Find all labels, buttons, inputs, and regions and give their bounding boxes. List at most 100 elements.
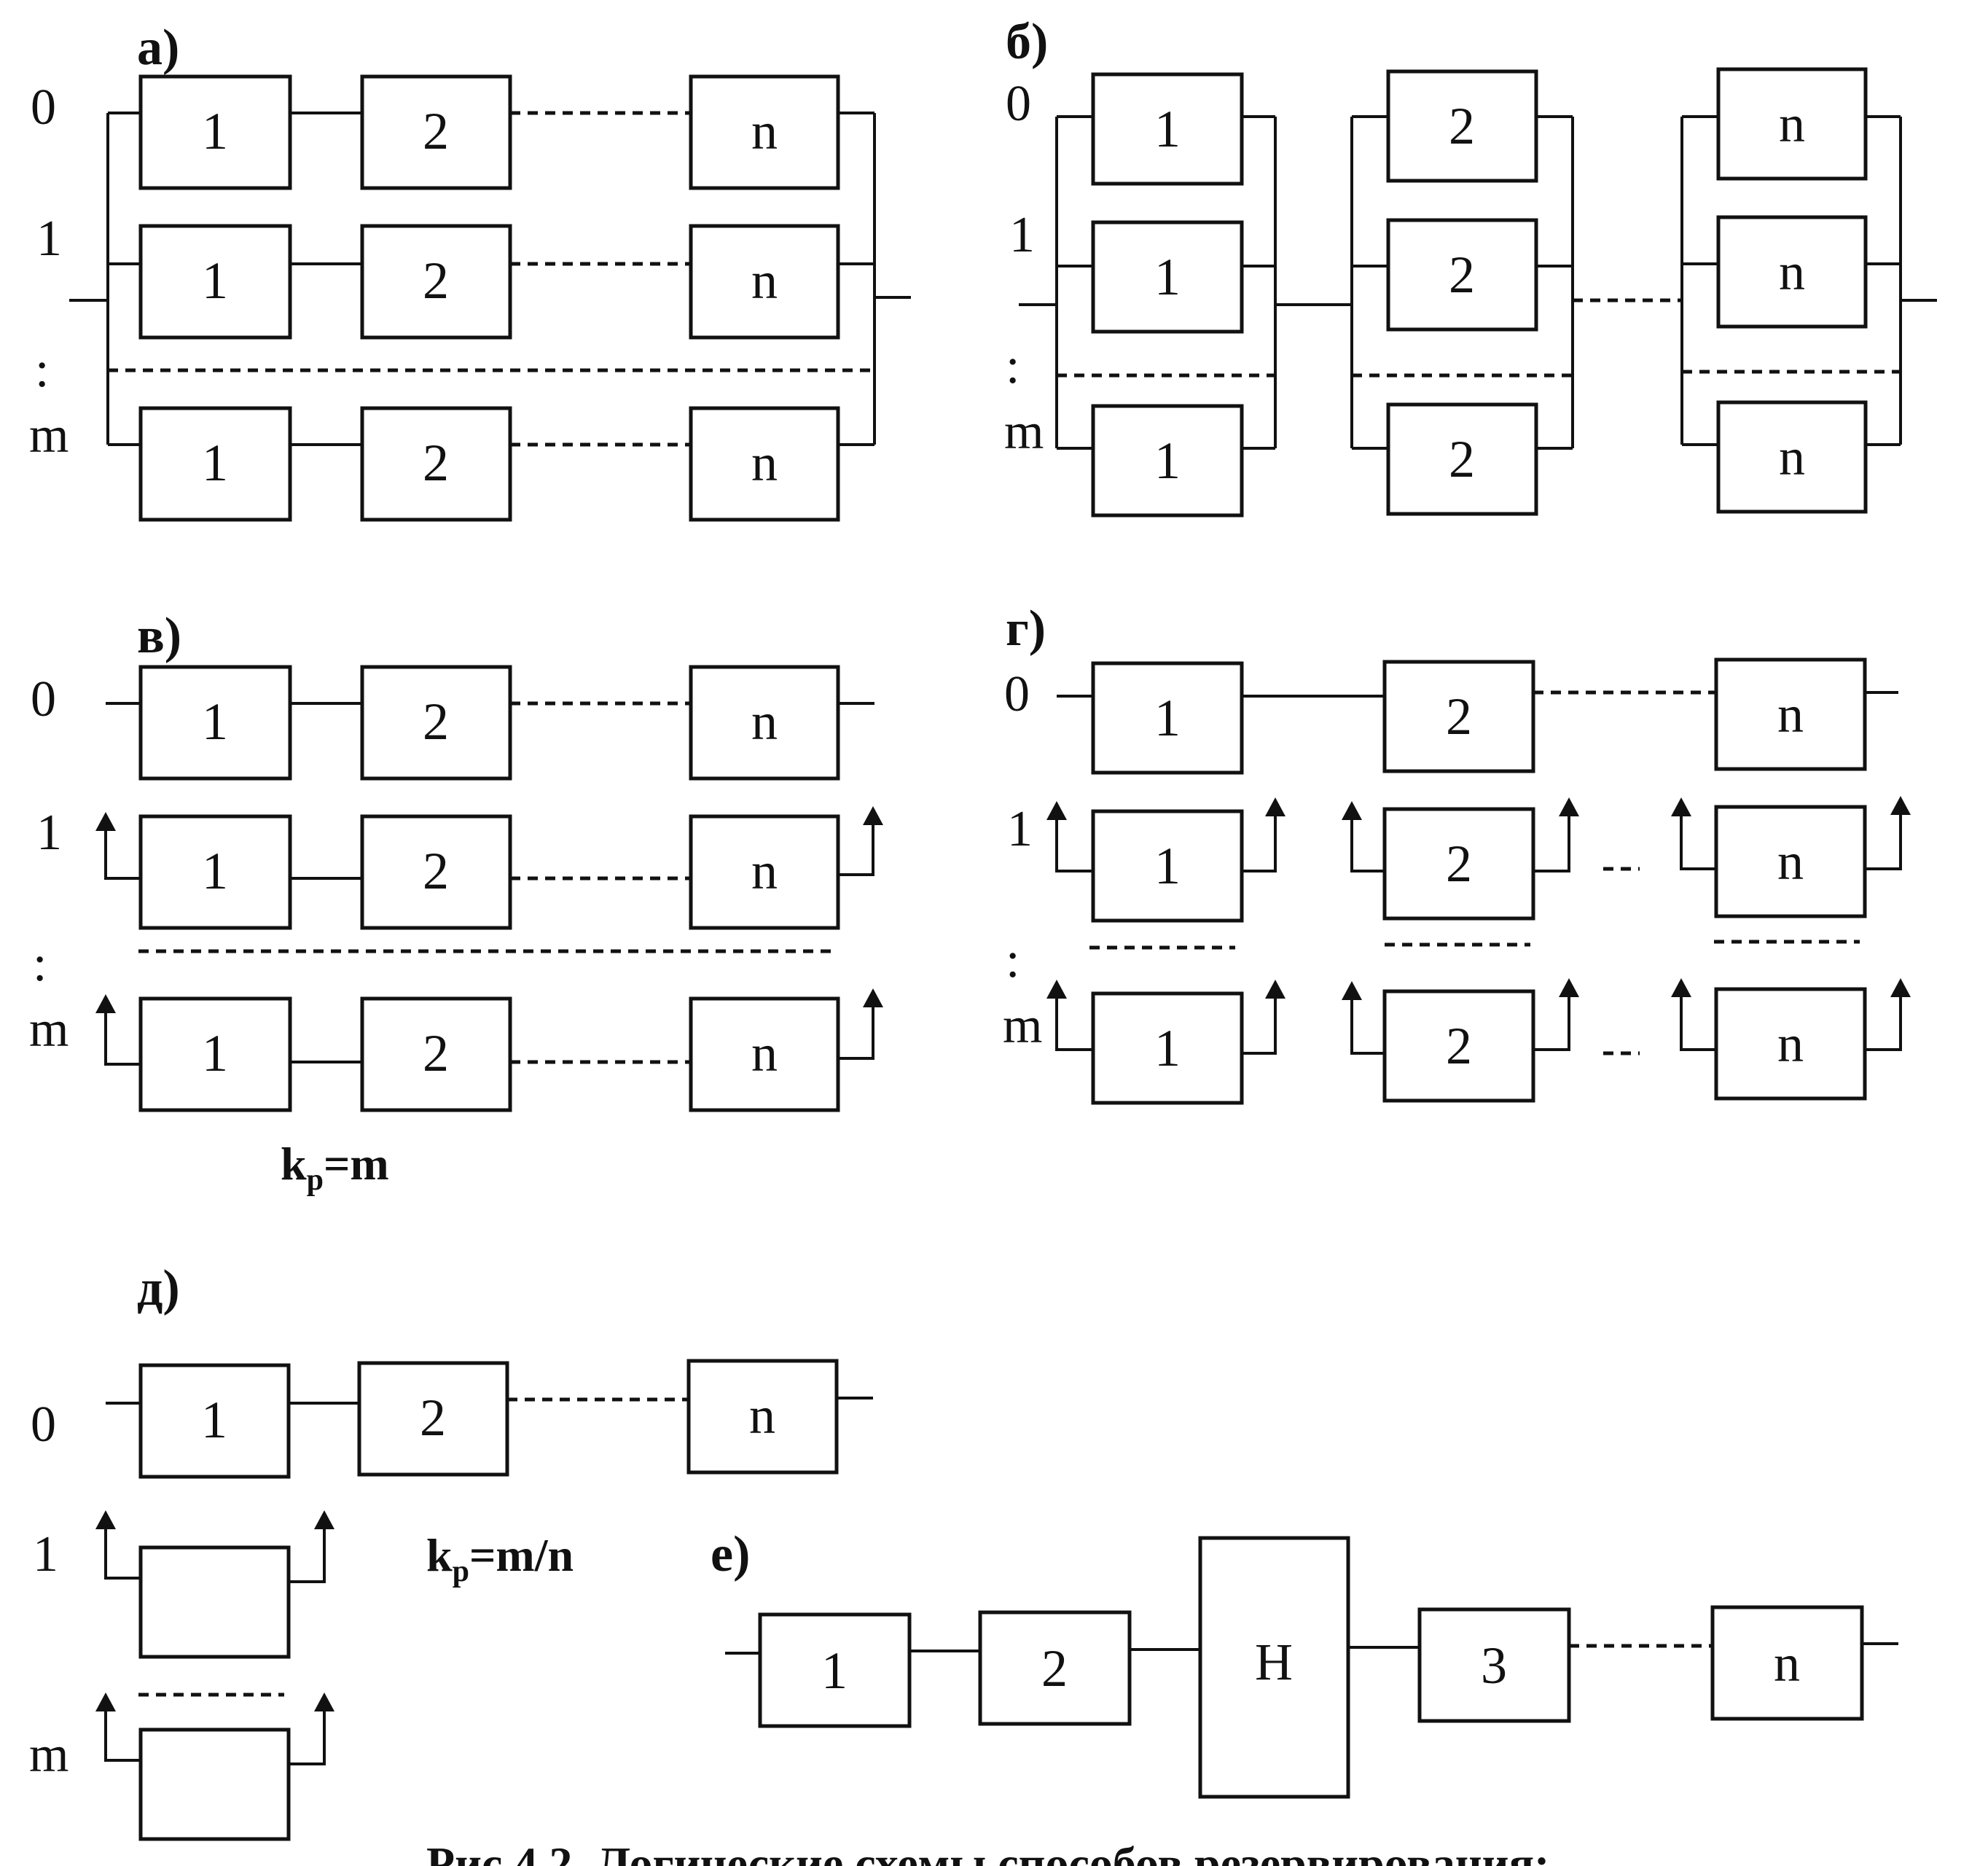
block-2 — [360, 665, 512, 781]
block-label: 1 — [201, 1391, 227, 1449]
kp-formula-v: kp=m — [281, 1138, 389, 1197]
block-label: 2 — [1446, 1017, 1472, 1075]
block-n — [686, 1359, 839, 1475]
row-label-1: 1 — [33, 1526, 58, 1582]
row-label-dots: : — [1006, 338, 1020, 394]
empty-block — [138, 1728, 291, 1841]
block-label: n — [751, 434, 778, 492]
block-label: 2 — [420, 1389, 446, 1447]
row-label-m: m — [29, 1002, 69, 1058]
arrow-up-icon — [314, 1693, 334, 1711]
block-label: 2 — [423, 434, 449, 492]
row-label-1: 1 — [1009, 207, 1035, 263]
row-label-0: 0 — [31, 1397, 56, 1453]
block-1 — [138, 74, 292, 190]
arrow-up-icon — [1671, 978, 1691, 997]
block-1 — [1091, 72, 1244, 186]
block-2 — [360, 224, 512, 340]
block-3 — [1417, 1607, 1571, 1723]
block-label: 2 — [423, 102, 449, 160]
block-label: 2 — [1446, 687, 1472, 746]
arrow-up-icon — [863, 806, 883, 825]
row-label-dots: : — [33, 936, 47, 992]
block-n — [689, 406, 840, 522]
block-label: 1 — [1154, 432, 1181, 490]
block-label: 1 — [202, 251, 228, 310]
block-label: n — [1774, 1634, 1800, 1693]
block-label: 2 — [423, 692, 449, 751]
panel-b-label: б) — [1006, 14, 1048, 70]
arrow-up-icon — [1342, 801, 1362, 820]
block-label: n — [751, 692, 778, 751]
block-2 — [360, 406, 512, 522]
block-2 — [1386, 218, 1538, 332]
block-n — [689, 665, 840, 781]
block-label: 2 — [1449, 430, 1475, 488]
empty-block — [138, 1545, 291, 1659]
block-label: 1 — [821, 1641, 848, 1700]
row-label-0: 0 — [31, 79, 56, 136]
block-n — [689, 814, 840, 930]
block-2 — [1382, 989, 1535, 1103]
block-2 — [1386, 402, 1538, 516]
arrow-up-icon — [95, 1693, 116, 1711]
arrow-up-icon — [1265, 980, 1285, 999]
block-2 — [360, 74, 512, 190]
block-1 — [1091, 220, 1244, 334]
panel-v: в) 0 1 : m 1 2 n 1 2 n 1 — [29, 608, 883, 1197]
block-n — [1714, 987, 1867, 1101]
row-label-0: 0 — [31, 671, 56, 727]
arrow-up-icon — [1559, 797, 1579, 816]
row-label-dots: : — [1006, 932, 1020, 988]
block-1 — [758, 1612, 912, 1728]
block-label: 3 — [1481, 1636, 1507, 1695]
block-1 — [138, 224, 292, 340]
block-n — [1710, 1605, 1864, 1721]
arrow-up-icon — [1265, 797, 1285, 816]
block-1 — [138, 665, 292, 781]
block-label: n — [1777, 1015, 1804, 1073]
block-1 — [138, 406, 292, 522]
block-h — [1198, 1536, 1350, 1799]
block-1 — [1091, 991, 1244, 1105]
figure-caption: Рис.4.2. Логические схемы способов резер… — [426, 1838, 1549, 1866]
block-1 — [138, 1363, 291, 1479]
row-label-dots: : — [35, 342, 49, 398]
block-n — [689, 74, 840, 190]
block-label: 1 — [1154, 248, 1181, 306]
panel-b: б) 0 1 : m 1 1 1 2 2 — [1004, 14, 1937, 518]
arrow-up-icon — [1046, 801, 1067, 820]
arrow-up-icon — [1342, 981, 1362, 1000]
block-1 — [138, 996, 292, 1112]
block-1 — [138, 814, 292, 930]
block-n — [1716, 67, 1868, 181]
block-label: 1 — [202, 1024, 228, 1082]
block-label: 2 — [423, 1024, 449, 1082]
arrow-up-icon — [314, 1510, 334, 1529]
row-label-m: m — [29, 407, 69, 464]
arrow-up-icon — [95, 1510, 116, 1529]
block-2 — [1382, 807, 1535, 921]
block-1 — [1091, 404, 1244, 518]
panel-g-label: г) — [1006, 601, 1046, 657]
panel-d: д) 0 1 m 1 2 n kp=m/n — [29, 1260, 873, 1841]
arrow-up-icon — [95, 994, 116, 1013]
block-2 — [360, 814, 512, 930]
block-label: n — [751, 102, 778, 160]
panel-a-label: а) — [137, 20, 179, 76]
block-label: 2 — [423, 842, 449, 900]
arrow-up-icon — [1046, 980, 1067, 999]
panel-g: г) 0 1 : m 1 2 n 1 2 n — [1003, 601, 1911, 1105]
block-label: n — [1777, 685, 1804, 743]
panel-e-label: е) — [711, 1526, 750, 1582]
row-label-m: m — [1004, 404, 1044, 460]
block-label: 1 — [202, 102, 228, 160]
kp-formula-d: kp=m/n — [426, 1529, 574, 1588]
block-label: n — [1779, 95, 1805, 153]
block-n — [689, 996, 840, 1112]
row-label-0: 0 — [1004, 666, 1030, 722]
block-label: 1 — [202, 692, 228, 751]
block-label: 1 — [202, 434, 228, 492]
arrow-up-icon — [95, 812, 116, 831]
